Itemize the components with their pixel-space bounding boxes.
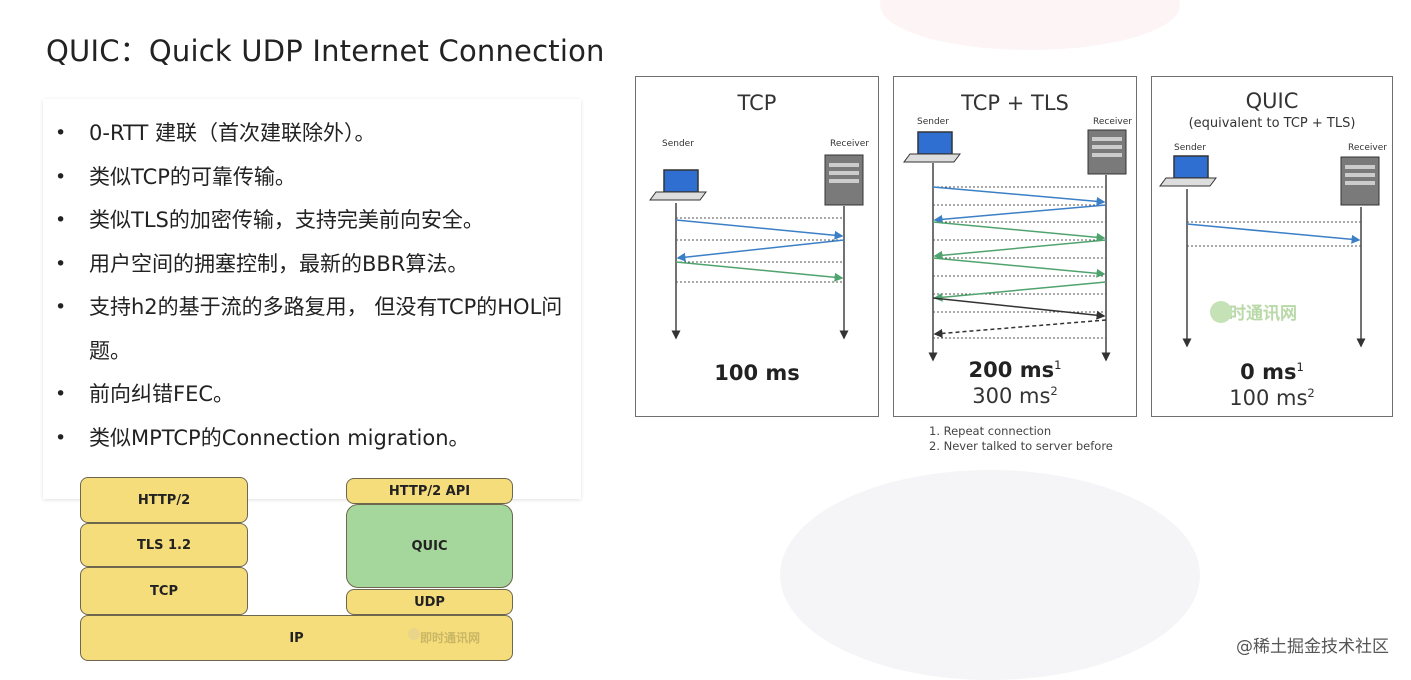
list-item: 0-RTT 建联（首次建联除外）。 (55, 112, 579, 156)
sender-label: Sender (1174, 143, 1206, 153)
panel-title: TCP (737, 91, 777, 115)
list-item: 用户空间的拥塞控制，最新的BBR算法。 (55, 243, 579, 287)
latency-value-first: 100 ms2 (1229, 386, 1315, 410)
panel-title: QUIC (1245, 89, 1299, 113)
stack-http2-api: HTTP/2 API (346, 478, 513, 504)
feature-list: 0-RTT 建联（首次建联除外）。 类似TCP的可靠传输。 类似TLS的加密传输… (55, 112, 579, 460)
list-item: 类似TCP的可靠传输。 (55, 156, 579, 200)
receiver-label: Receiver (1093, 117, 1132, 127)
stack-udp: UDP (346, 589, 513, 615)
panel-title: TCP + TLS (961, 91, 1069, 115)
list-item: 类似MPTCP的Connection migration。 (55, 417, 579, 461)
list-item: 前向纠错FEC。 (55, 373, 579, 417)
latency-value-repeat: 200 ms1 (968, 358, 1062, 382)
panel-tcp: TCP Sender Receiver 100 ms (635, 76, 879, 417)
sender-label: Sender (662, 139, 694, 149)
stack-http2: HTTP/2 (80, 477, 248, 523)
panel-subtitle: (equivalent to TCP + TLS) (1188, 116, 1356, 131)
source-credit: @稀土掘金技术社区 (1236, 637, 1389, 657)
stack-tls: TLS 1.2 (80, 523, 248, 567)
panel-quic: QUIC (equivalent to TCP + TLS) Sender Re… (1151, 76, 1393, 417)
receiver-label: Receiver (1348, 143, 1387, 153)
page-title: QUIC：Quick UDP Internet Connection (46, 34, 605, 68)
footnote: 1. Repeat connection (929, 424, 1052, 438)
latency-value: 100 ms (714, 361, 800, 385)
list-item: 类似TLS的加密传输，支持完美前向安全。 (55, 199, 579, 243)
panel-tcp-tls: TCP + TLS Sender Receiver 200 ms1 300 ms… (893, 76, 1137, 417)
background-decoration (780, 470, 1200, 680)
footnote: 2. Never talked to server before (929, 438, 1113, 453)
watermark-logo: 即时通讯网 (1212, 304, 1297, 324)
sender-label: Sender (917, 117, 949, 127)
list-item: 支持h2的基于流的多路复用， 但没有TCP的HOL问题。 (55, 286, 579, 373)
footnotes: 1. Repeat connection 2. Never talked to … (929, 424, 1113, 453)
stack-ip: IP (80, 615, 513, 661)
watermark-logo: 即时通讯网 (420, 631, 481, 645)
latency-value-repeat: 0 ms1 (1240, 360, 1304, 384)
stack-tcp: TCP (80, 567, 248, 615)
stack-quic: QUIC (346, 504, 513, 588)
latency-value-first: 300 ms2 (972, 384, 1058, 408)
receiver-label: Receiver (830, 139, 869, 149)
background-decoration (880, 0, 1180, 50)
